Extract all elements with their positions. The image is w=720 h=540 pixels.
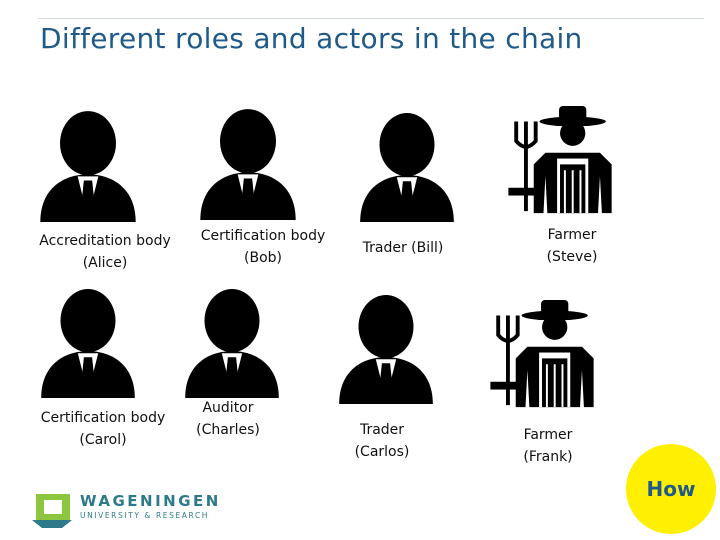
farmer-icon: [508, 105, 612, 214]
actor-label-charles: Auditor(Charles): [196, 400, 260, 438]
actor-label-frank: Farmer(Frank): [523, 427, 573, 465]
title-divider: [38, 18, 704, 19]
logo-name: WAGENINGEN: [80, 492, 221, 510]
actor-label-bob: Certification body(Bob): [200, 228, 326, 266]
farmer-icon: [490, 299, 594, 408]
person-icon: [185, 289, 279, 398]
person-icon: [339, 295, 433, 404]
actor-label-steve: Farmer(Steve): [546, 227, 598, 265]
logo-subtitle: UNIVERSITY & RESEARCH: [80, 511, 210, 520]
actor-label-alice: Accreditation body(Alice): [39, 233, 171, 271]
wageningen-logo: WAGENINGEN UNIVERSITY & RESEARCH: [30, 490, 218, 530]
person-icon: [360, 113, 454, 222]
person-icon: [41, 289, 135, 398]
wur-logo-icon: [32, 494, 72, 528]
actor-label-carlos: Trader(Carlos): [354, 422, 410, 460]
actor-label-bill: Trader (Bill): [362, 240, 444, 256]
page-title: Different roles and actors in the chain: [40, 22, 583, 55]
person-icon: [200, 109, 296, 220]
how-button[interactable]: How: [626, 444, 716, 534]
actor-label-carol: Certification body(Carol): [40, 410, 166, 448]
person-icon: [40, 111, 136, 222]
